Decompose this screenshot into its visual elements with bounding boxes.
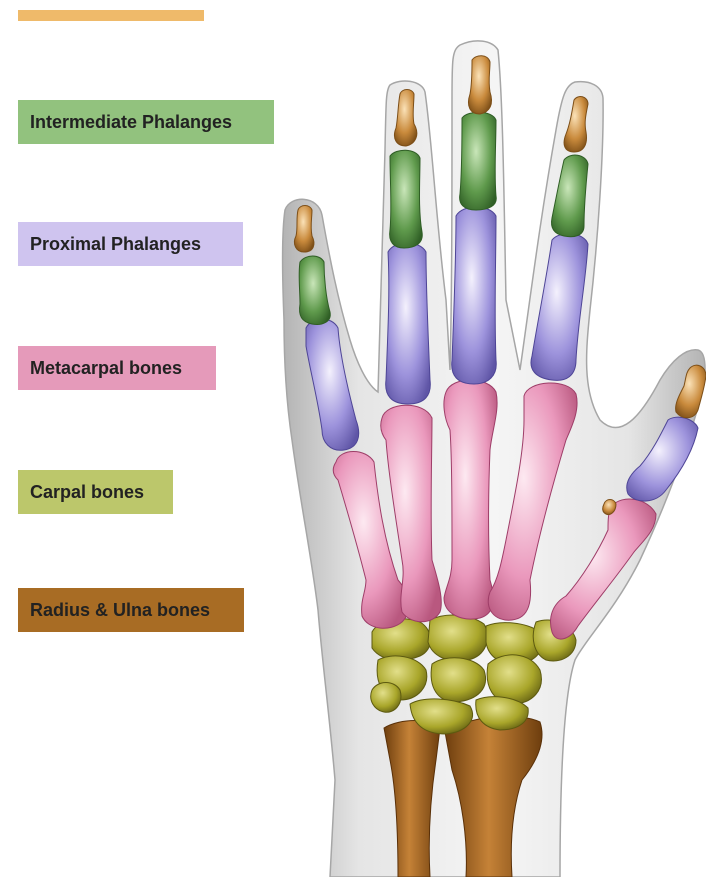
carpal-bone-lunate: [431, 658, 485, 702]
intermediate-phalanx-middle: [460, 112, 497, 210]
carpal-bone-trapezoid: [428, 615, 487, 661]
proximal-phalanx-ring: [386, 243, 431, 404]
intermediate-phalanx-ring: [390, 150, 423, 248]
carpal-bone-pisiform: [371, 683, 401, 713]
metacarpal-middle-finger: [444, 380, 497, 619]
proximal-phalanx-middle: [452, 207, 497, 384]
distal-phalanx-little: [294, 206, 314, 253]
distal-phalanx-middle: [468, 56, 491, 114]
